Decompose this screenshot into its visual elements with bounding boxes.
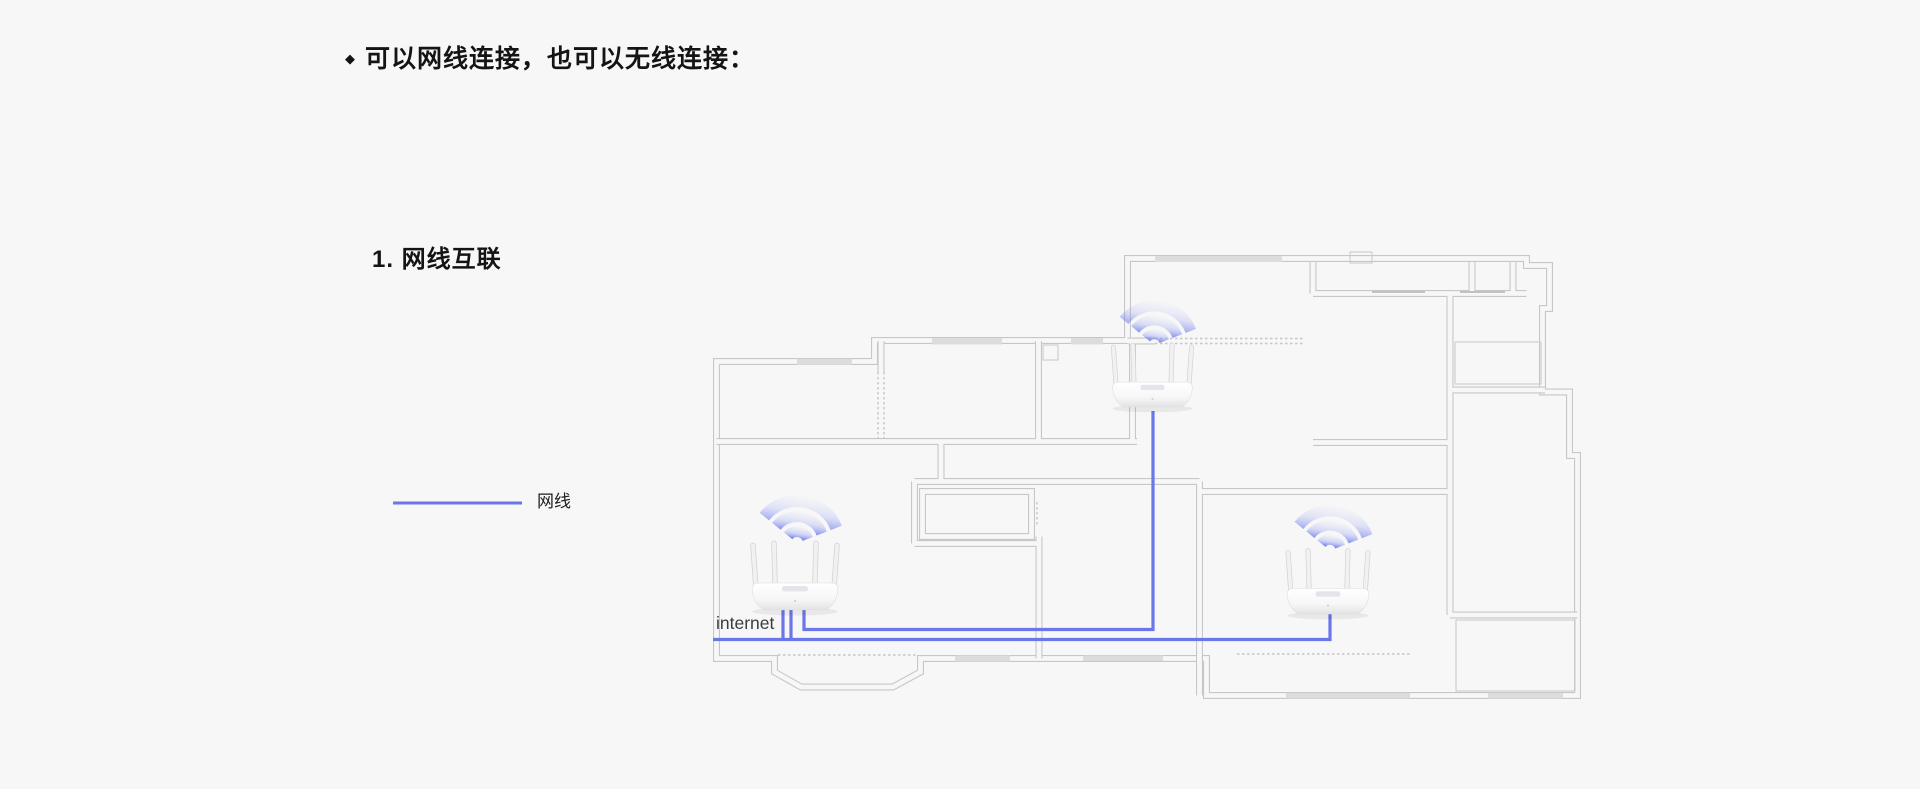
page-heading: ◆ 可以网线连接，也可以无线连接：: [345, 39, 755, 75]
heading-text: 可以网线连接，也可以无线连接：: [365, 45, 756, 73]
router-top: [1110, 294, 1201, 413]
cable-internet-to-right-router: [713, 612, 1332, 642]
section-title: 1. 网线互联: [372, 246, 502, 273]
diamond-bullet-icon: ◆: [345, 50, 356, 66]
legend-label: 网线: [537, 492, 571, 511]
outer-walls: [713, 255, 1581, 699]
cable-to-top-router: [802, 411, 1155, 632]
router-right: [1285, 498, 1377, 620]
dashed-openings: [778, 337, 1410, 656]
router-left: [750, 488, 847, 616]
internet-label: internet: [716, 613, 775, 633]
windows: [797, 256, 1563, 699]
